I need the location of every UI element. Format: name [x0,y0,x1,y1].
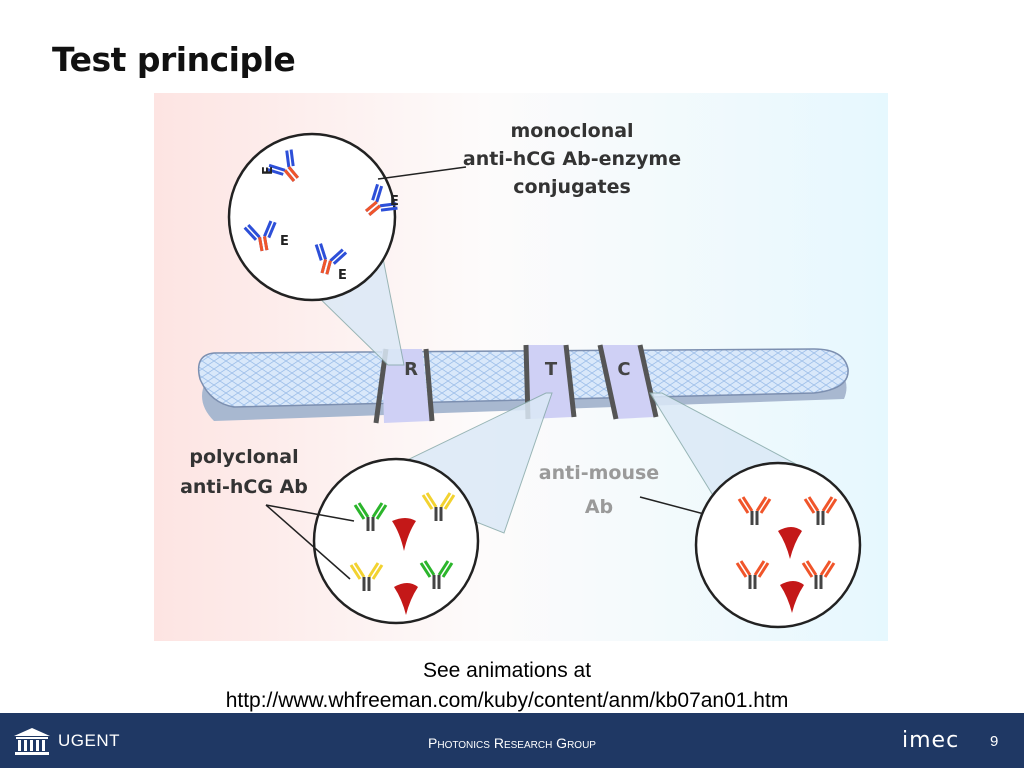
pointer-monoclonal [377,166,467,180]
pointer-polyclonal-2 [265,504,351,580]
band-c-label: C [617,359,630,380]
page-number: 9 [990,733,999,750]
enzyme-label-1: E [261,166,276,175]
label-polyclonal-2: anti-hCG Ab [180,476,308,498]
zoom-circle-conjugates [227,132,401,302]
label-antimouse-1: anti-mouse [539,462,659,484]
university-building-icon [14,728,50,755]
band-c [597,344,659,420]
label-monoclonal-1: monoclonal [510,120,633,142]
slide-caption: See animations at http://www.whfreeman.c… [0,656,1014,716]
slide-title: Test principle [52,40,296,79]
label-monoclonal-2: anti-hCG Ab-enzyme [463,148,681,170]
label-monoclonal-3: conjugates [513,176,631,198]
band-r-label: R [404,359,418,380]
caption-line-1: See animations at [422,659,592,682]
test-principle-diagram: R T C [154,93,888,641]
band-t-label: T [545,359,558,380]
ugent-logo: UGENT [12,726,120,756]
university-name: UGENT [58,731,120,750]
enzyme-label-4: E [338,268,347,283]
caption-link[interactable]: http://www.whfreeman.com/kuby/content/an… [225,689,789,712]
diagram-svg: R T C [154,93,888,641]
zoom-circle-control-band [694,461,862,629]
imec-logo: imec [902,728,960,753]
test-strip [197,348,849,421]
label-polyclonal-1: polyclonal [189,446,298,468]
research-group-name: Photonics Research Group [428,735,596,751]
pointer-polyclonal-1 [265,504,355,522]
label-antimouse-2: Ab [585,496,613,518]
enzyme-label-3: E [280,234,289,249]
footer-bar: UGENT Photonics Research Group imec 9 [0,713,1024,768]
enzyme-label-2: E [390,194,399,209]
zoom-circle-test-band [312,457,480,625]
